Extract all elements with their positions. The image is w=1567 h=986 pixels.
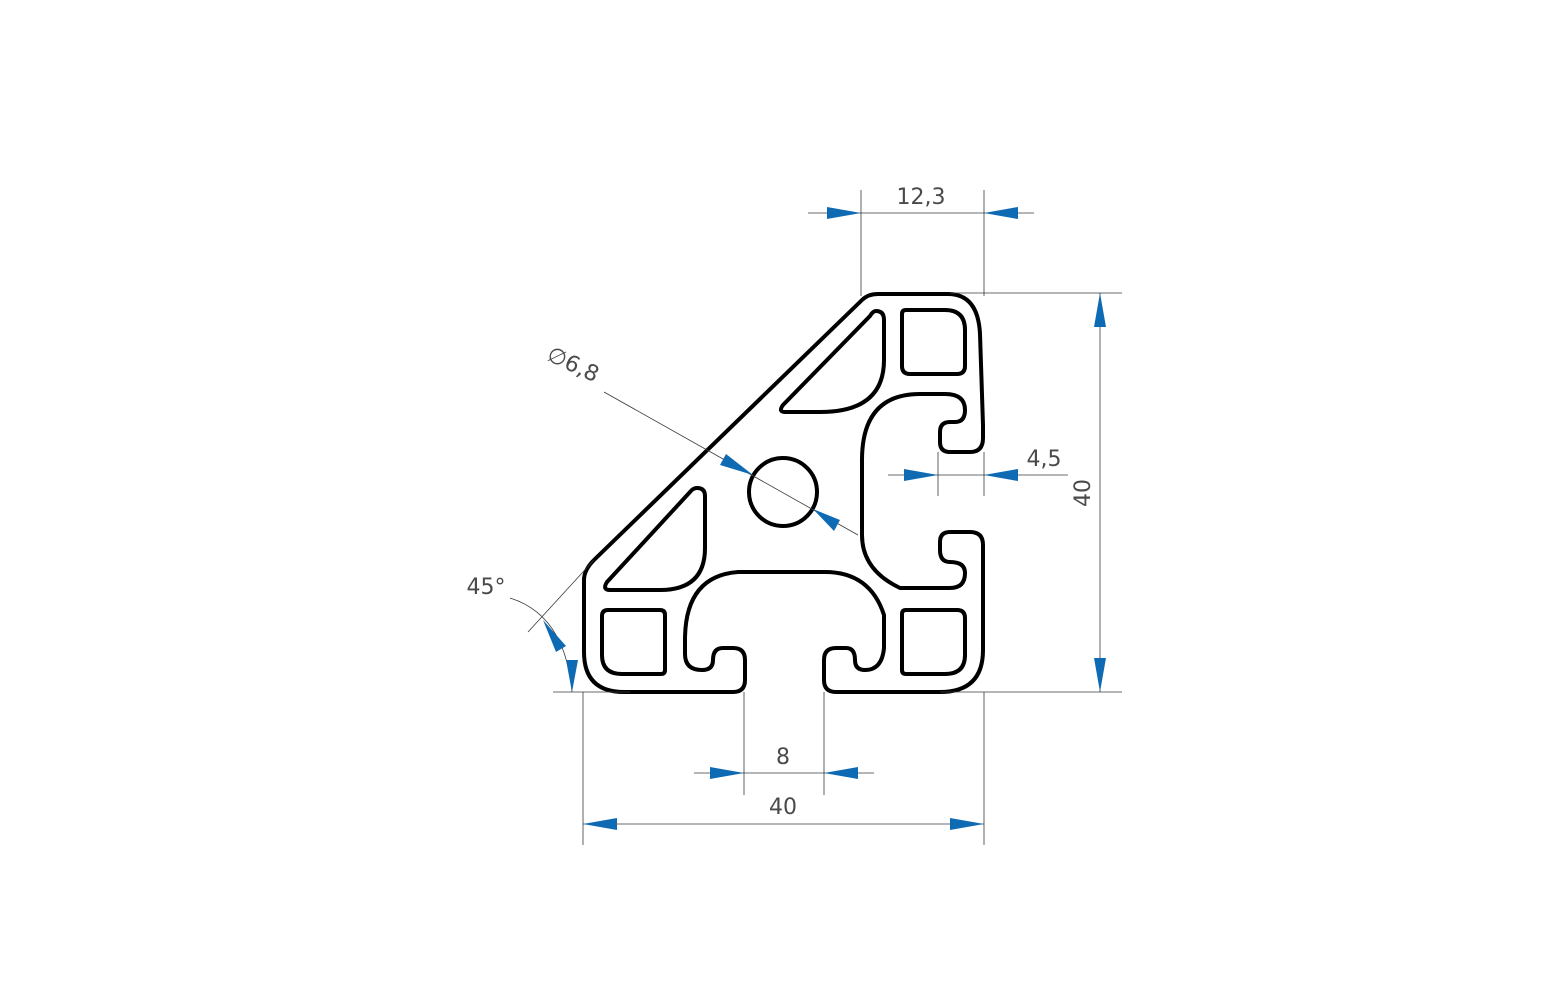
- dimension-labels: 12,3 ∅6,8 4,5 40 45° 8 40: [467, 185, 1097, 820]
- arrowhead: [543, 620, 566, 652]
- arrowhead: [813, 509, 840, 531]
- arrowhead: [824, 767, 858, 779]
- arrowhead: [566, 660, 578, 692]
- angle-reference-line: [527, 559, 595, 633]
- arrowhead: [827, 207, 861, 219]
- arrowheads: [543, 207, 1106, 830]
- dimension-label-width: 40: [769, 795, 797, 820]
- arrowhead: [583, 818, 617, 830]
- arrowhead: [710, 767, 744, 779]
- arrowhead: [720, 454, 753, 475]
- dimension-label-slot-bottom: 8: [776, 745, 790, 770]
- arrowhead: [984, 207, 1018, 219]
- square-cavity-bottom-left: [600, 608, 667, 676]
- dimension-label-angle: 45°: [467, 575, 506, 600]
- arrowhead: [950, 818, 984, 830]
- inner-pocket-top-left: [778, 309, 886, 414]
- arrowhead: [904, 469, 938, 481]
- square-cavity-top-right: [900, 308, 967, 376]
- dimension-label-height: 40: [1071, 479, 1096, 507]
- center-bore: [747, 456, 819, 528]
- aluminium-profile: [582, 292, 985, 694]
- profile-outer-contour: [582, 292, 985, 694]
- arrowhead: [1094, 658, 1106, 692]
- dimension-label-bore: ∅6,8: [543, 342, 603, 388]
- arrowhead: [984, 469, 1018, 481]
- dimension-label-slot-top: 12,3: [897, 185, 946, 210]
- inner-pocket-left: [603, 486, 707, 592]
- square-cavity-bottom-right: [900, 608, 967, 676]
- dimension-label-slot-side: 4,5: [1027, 447, 1062, 472]
- arrowhead: [1094, 293, 1106, 327]
- dimension-lines: [509, 190, 1122, 845]
